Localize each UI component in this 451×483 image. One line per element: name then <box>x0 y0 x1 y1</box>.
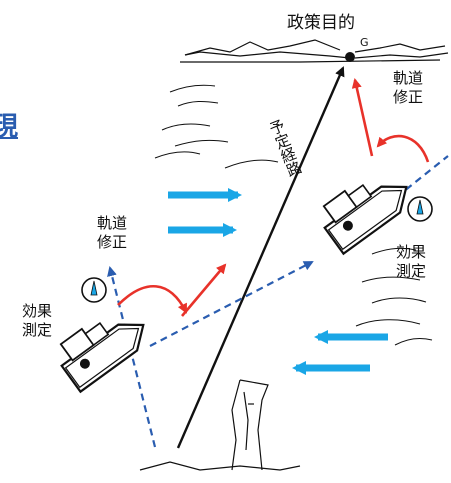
correction-curve-left <box>117 285 188 314</box>
boat-icon <box>59 322 145 394</box>
near-shore <box>139 379 301 471</box>
goal-label: 政策目的 <box>287 13 355 33</box>
measurement-label-left-line2: 測定 <box>22 321 53 339</box>
measure-line-left-right <box>149 261 314 347</box>
correction-label-left-line1: 軌道 <box>97 214 128 232</box>
measurement-label-left-line1: 効果 <box>22 302 53 320</box>
compass-icon <box>81 277 107 303</box>
measurement-label-right-line2: 測定 <box>396 262 427 280</box>
correction-arrow-left <box>181 263 227 317</box>
planned-route-line <box>176 66 345 449</box>
far-shore <box>180 39 449 63</box>
measure-line-left-up <box>107 266 157 448</box>
measurement-label-right-line1: 効果 <box>396 243 427 261</box>
boat-icon <box>322 184 408 256</box>
partial-left-edge-text: 現 <box>0 112 19 142</box>
compass-icon <box>407 196 433 222</box>
correction-label-top-right-line1: 軌道 <box>393 69 424 87</box>
correction-label-left-line2: 修正 <box>97 233 128 251</box>
goal-marker-label: G <box>360 36 369 49</box>
water-ripples <box>154 84 433 346</box>
correction-curve-right <box>376 134 430 163</box>
correction-label-top-right-line2: 修正 <box>393 88 424 106</box>
correction-arrows <box>117 78 430 317</box>
current-arrows <box>168 188 388 375</box>
correction-arrow-right <box>351 78 374 157</box>
goal-flag-icon <box>345 52 355 62</box>
